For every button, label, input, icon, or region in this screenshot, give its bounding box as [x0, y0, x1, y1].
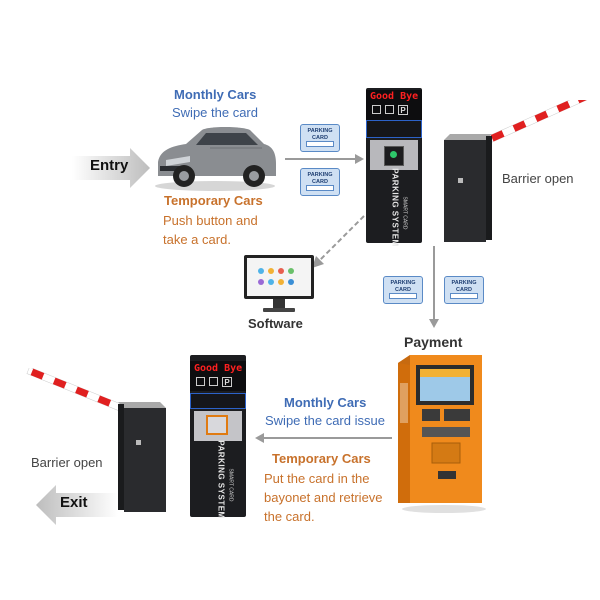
terminal-sub: SMART CARD [401, 196, 408, 230]
payment-to-exit-arrow [255, 433, 392, 443]
exit-temp-text: Put the card in the bayonet and retrieve… [264, 471, 383, 524]
entry-temp-text: Push button and take a card. [163, 213, 258, 247]
barrier-top-label: Barrier open [502, 171, 574, 186]
entry-terminal: Good Bye P PARKING SYSTEM SMART CARD [366, 88, 422, 246]
car-to-terminal-arrow [285, 154, 364, 164]
exit-label: Exit [60, 494, 88, 511]
terminal-icons: P [196, 377, 240, 387]
terminal-to-software-arrow [312, 215, 365, 268]
barrier-bottom-label: Barrier open [31, 455, 103, 470]
payment-label: Payment [404, 334, 463, 350]
exit-temp-title: Temporary Cars [272, 451, 371, 466]
barrier-gate-top [444, 100, 589, 242]
terminal-icons: P [372, 105, 416, 115]
software-label: Software [248, 316, 303, 331]
entry-arrow [72, 148, 150, 188]
entry-temp-title: Temporary Cars [164, 193, 263, 208]
terminal-to-payment-arrow [429, 246, 439, 328]
entry-monthly-text: Swipe the card [172, 105, 258, 120]
terminal-display: Good Bye [370, 91, 419, 102]
exit-monthly-text: Swipe the card issue [265, 413, 385, 428]
terminal-display: Good Bye [194, 363, 243, 374]
software-monitor [244, 255, 314, 312]
terminal-sub: SMART CARD [227, 468, 234, 502]
payment-kiosk [398, 355, 486, 513]
exit-arrow [36, 485, 118, 525]
exit-monthly-title: Monthly Cars [284, 395, 367, 410]
car-image [155, 127, 276, 191]
barrier-gate-bottom [26, 368, 166, 512]
exit-terminal: Good Bye P PARKING SYSTEM SMART CARD [190, 355, 246, 518]
entry-label: Entry [90, 157, 129, 174]
entry-monthly-title: Monthly Cars [174, 87, 257, 102]
